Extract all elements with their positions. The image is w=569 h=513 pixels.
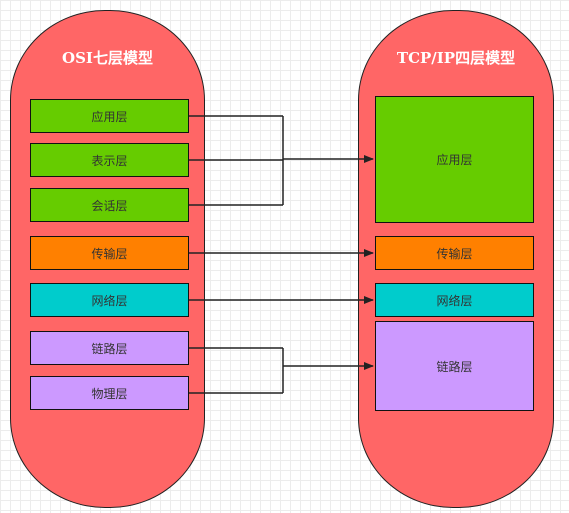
osi-layer-network: 网络层 — [30, 283, 189, 317]
tcpip-layer-application: 应用层 — [375, 96, 534, 223]
osi-layer-transport: 传输层 — [30, 236, 189, 270]
osi-layer-application: 应用层 — [30, 99, 189, 133]
tcpip-title: TCP/IP四层模型 — [396, 49, 516, 67]
tcpip-layer-transport: 传输层 — [375, 236, 534, 270]
osi-layer-physical: 物理层 — [30, 376, 189, 410]
osi-title: OSI七层模型 — [62, 49, 153, 67]
tcpip-layer-network: 网络层 — [375, 283, 534, 317]
osi-layer-datalink: 链路层 — [30, 331, 189, 365]
tcpip-layer-link: 链路层 — [375, 321, 534, 411]
osi-layer-presentation: 表示层 — [30, 143, 189, 177]
osi-layer-session: 会话层 — [30, 188, 189, 222]
